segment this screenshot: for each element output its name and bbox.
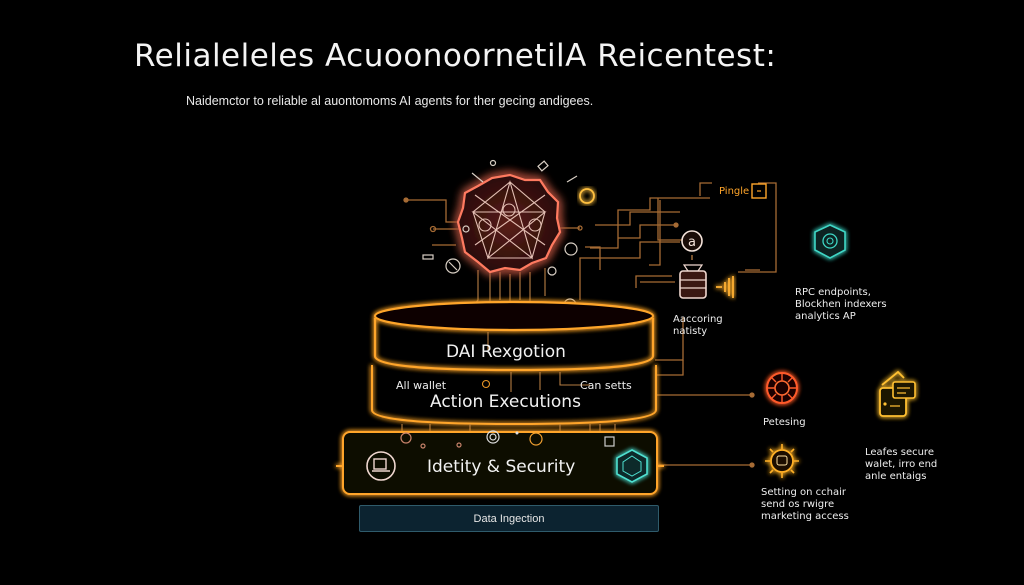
action-left-note: All wallet bbox=[396, 379, 447, 392]
layer-identity-label: Idetity & Security bbox=[427, 457, 576, 477]
laptop-icon bbox=[366, 451, 396, 481]
circuit-lines bbox=[403, 182, 777, 468]
pingle-box-icon bbox=[751, 183, 767, 199]
layer-dai-label: DAI Rexgotion bbox=[446, 342, 566, 362]
setting-label: Setting on cchair send os rwigre marketi… bbox=[761, 487, 849, 522]
accoring-label: Aaccoring natisty bbox=[673, 314, 723, 337]
server-icon bbox=[679, 264, 707, 299]
page-title: Relialeleles AcuoonoornetilA Reicentest: bbox=[134, 38, 777, 74]
settings-sun-icon bbox=[765, 444, 799, 478]
leases-label: Leafes secure walet, irro end anle entai… bbox=[865, 447, 938, 482]
layer-dai-shape bbox=[373, 300, 655, 372]
identity-inner-icons bbox=[400, 430, 615, 449]
at-icon: a bbox=[681, 230, 703, 252]
rpc-endpoints-label: RPC endpoints, Blockhen indexers analyti… bbox=[795, 287, 887, 322]
clock-icon bbox=[579, 188, 595, 204]
svg-text:a: a bbox=[688, 235, 696, 250]
page-subtitle: Naidemctor to reliable al auontomoms AI … bbox=[186, 94, 594, 108]
shield-cube-icon bbox=[616, 449, 648, 483]
blockchain-hex-icon bbox=[814, 224, 846, 259]
layer-action-label: Action Executions bbox=[430, 392, 581, 412]
wallet-card-icon bbox=[879, 370, 916, 417]
ai-core-icon bbox=[456, 173, 562, 274]
processing-label: Petesing bbox=[763, 417, 806, 428]
processing-gear-icon bbox=[766, 372, 798, 404]
signal-bars-icon bbox=[716, 276, 734, 298]
action-right-note: Can setts bbox=[580, 379, 632, 392]
layer-action-shape bbox=[371, 365, 657, 426]
data-ingestion-bar: Data Ingection bbox=[359, 505, 659, 532]
data-ingestion-label: Data Ingection bbox=[473, 512, 545, 525]
pingle-label: Pingle bbox=[719, 186, 750, 197]
